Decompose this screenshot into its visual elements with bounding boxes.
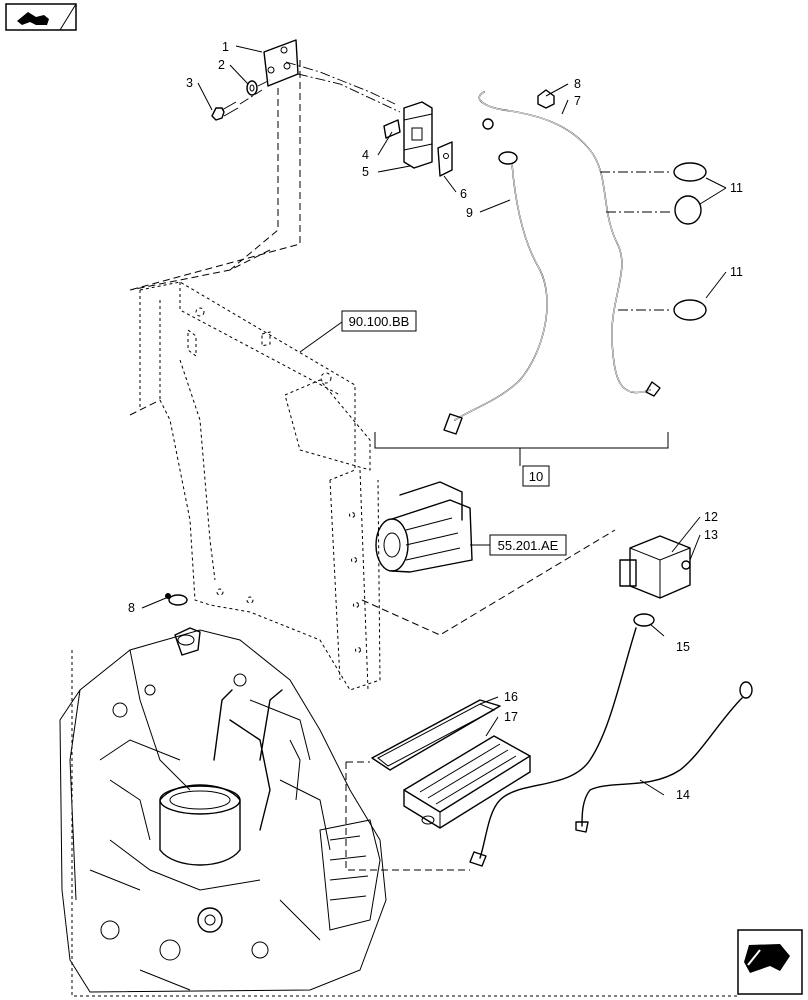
callout-5: 5 (362, 165, 369, 179)
callout-8-bottom: 8 (128, 601, 135, 615)
bracket-plate (263, 39, 299, 87)
ref-group-link[interactable]: 10 (522, 465, 550, 487)
ref-group-label: 10 (529, 469, 543, 484)
terminal-nut-top (537, 89, 555, 109)
fuse-clip (383, 119, 401, 139)
next-page-icon[interactable] (737, 929, 803, 995)
callout-15: 15 (676, 640, 690, 654)
callout-8-top: 8 (574, 77, 581, 91)
cable-14 (575, 681, 753, 833)
callout-17: 17 (504, 710, 518, 724)
callout-9: 9 (466, 206, 473, 220)
fuse-holder (403, 101, 433, 169)
fuse-bracket (437, 141, 453, 177)
ref-frame-link[interactable]: 90.100.BB (341, 310, 417, 332)
support-frame (139, 281, 381, 691)
previous-page-icon[interactable] (5, 3, 77, 31)
callout-6: 6 (460, 187, 467, 201)
callout-4: 4 (362, 148, 369, 162)
battery-cable-negative (443, 151, 548, 435)
callout-11-upper: 11 (730, 181, 743, 195)
cable-tie-upper (673, 162, 707, 225)
washer-part (246, 80, 258, 96)
starter-motor (375, 481, 473, 573)
callout-11-lower: 11 (730, 265, 743, 279)
relay-nut (681, 560, 691, 570)
callout-16: 16 (504, 690, 518, 704)
callout-1: 1 (222, 40, 229, 54)
cable-tie-lower (673, 299, 707, 321)
engine-block (59, 627, 387, 993)
battery-cable-positive (478, 91, 661, 397)
ref-frame-label: 90.100.BB (349, 314, 410, 329)
ground-strap (165, 593, 188, 606)
screw-part (211, 101, 239, 121)
ref-starter-label: 55.201.AE (498, 538, 559, 553)
callout-12: 12 (704, 510, 718, 524)
relay-unit (619, 535, 691, 599)
intake-gasket (371, 699, 501, 771)
callout-13: 13 (704, 528, 718, 542)
ref-starter-link[interactable]: 55.201.AE (489, 534, 567, 556)
callout-2: 2 (218, 58, 225, 72)
grid-heater (403, 735, 531, 829)
callout-3: 3 (186, 76, 193, 90)
callout-7: 7 (574, 94, 581, 108)
cable-15 (469, 613, 655, 867)
callout-14: 14 (676, 788, 690, 802)
